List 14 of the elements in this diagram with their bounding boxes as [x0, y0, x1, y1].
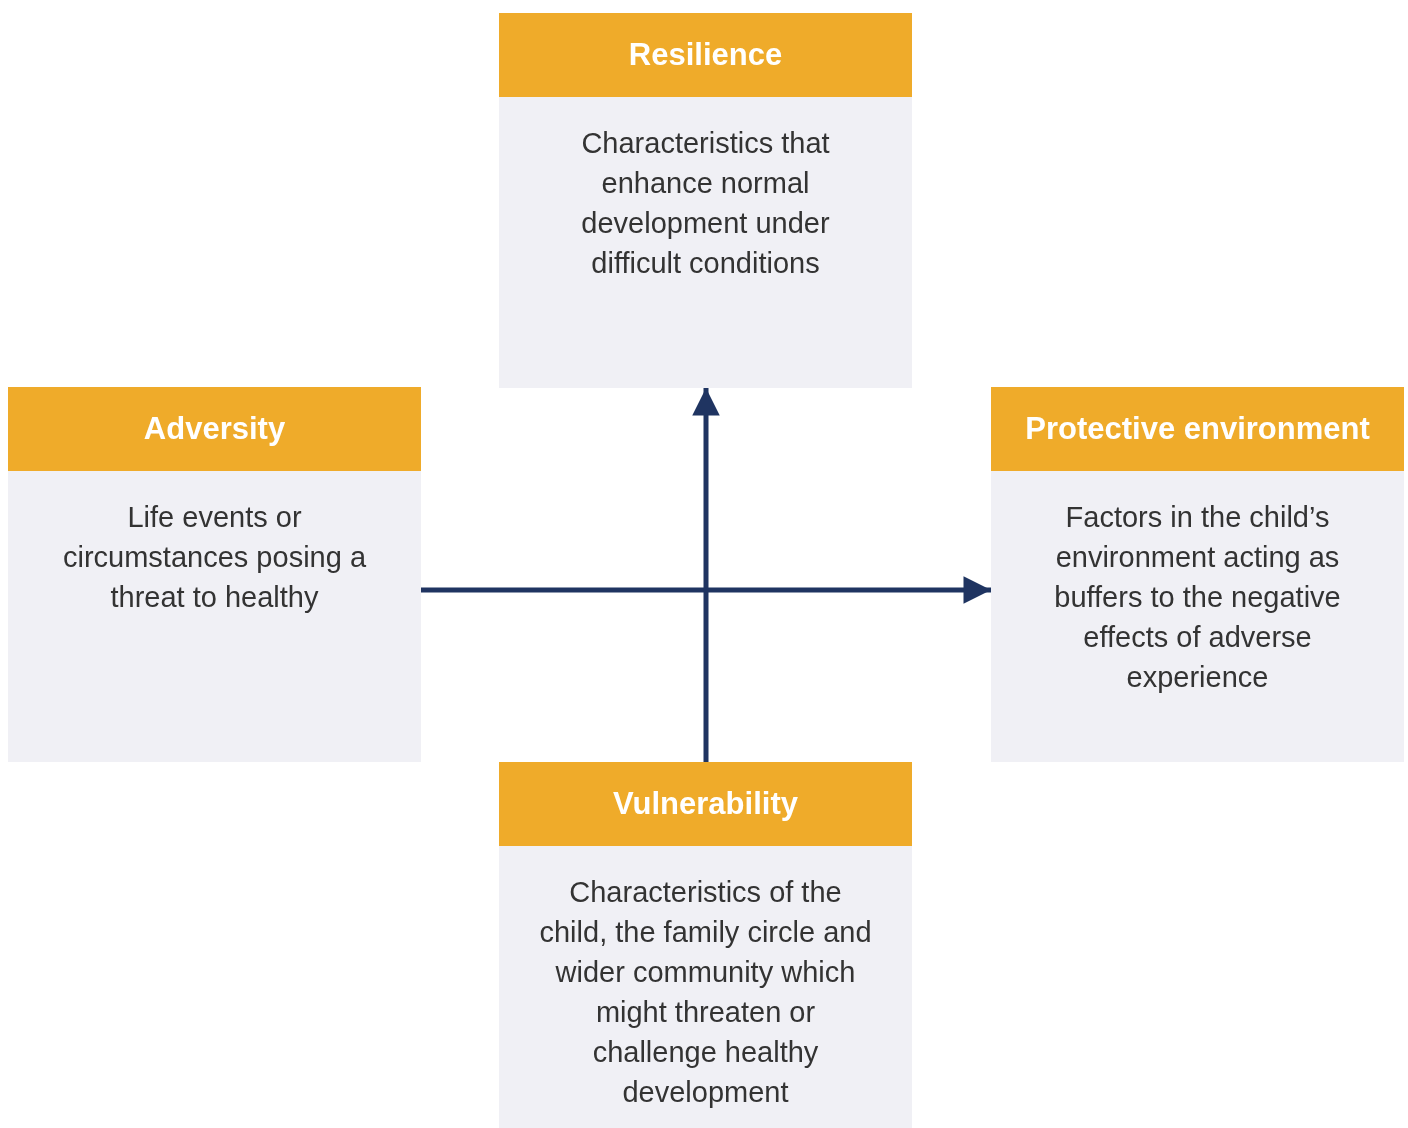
- card-header: Vulnerability: [499, 762, 912, 846]
- arrow: [692, 388, 720, 762]
- card: [499, 13, 912, 388]
- card: [8, 387, 421, 762]
- card-header: Protective environment: [991, 387, 1404, 471]
- card: [499, 762, 912, 1128]
- card-header: Adversity: [8, 387, 421, 471]
- arrow: [421, 576, 991, 604]
- card-header: Resilience: [499, 13, 912, 97]
- card-description: Characteristics of the child, the family circle and wider community which might threaten or challenge healthy development: [538, 875, 873, 1110]
- card-description: Factors in the child’s environment acting as buffers to the negative effects of adverse experience: [1053, 500, 1342, 695]
- card-description: Characteristics that enhance normal development under difficult conditions: [580, 126, 831, 281]
- card: [991, 387, 1404, 762]
- card-description: Life events or circumstances posing a threat to healthy: [62, 500, 367, 615]
